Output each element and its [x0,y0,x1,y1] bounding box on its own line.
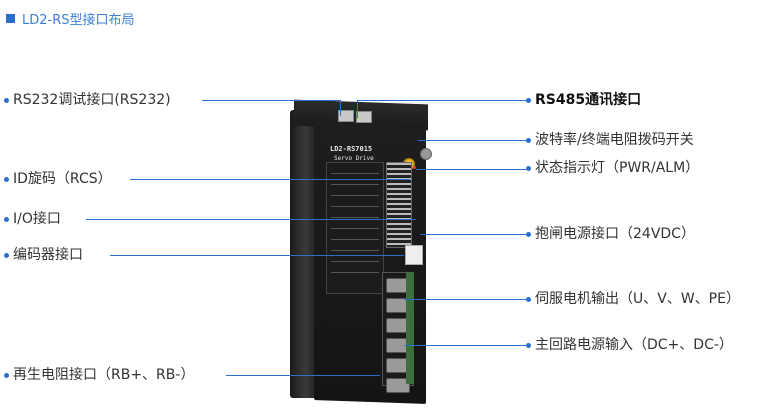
label-brake-power: 抱闸电源接口（24VDC） [535,226,695,242]
rs485-port [356,111,372,123]
callout-dot [526,98,531,103]
callout-dot [526,343,531,348]
leader-line [404,345,526,346]
square-bullet-icon [6,13,15,23]
label-motor-output: 伺服电机输出（U、V、W、PE） [535,291,740,307]
callout-dot [526,297,531,302]
leader-line [86,219,416,220]
leader-line [404,299,526,300]
mount-screw [420,148,432,160]
leader-line [110,255,404,256]
callout-dot [526,166,531,171]
label-encoder: 编码器接口 [13,247,83,263]
label-io: I/O接口 [13,211,61,227]
section-header: LD2-RS型接口布局 [6,10,135,28]
label-rs232: RS232调试接口(RS232) [13,92,171,108]
callout-dot [4,373,9,378]
callout-dot [526,138,531,143]
callout-dot [4,177,9,182]
leader-line [357,100,358,118]
brake-power-connector [405,245,423,265]
callout-dot [526,232,531,237]
label-status-led: 状态指示灯（PWR/ALM） [535,160,700,176]
callout-dot [4,253,9,258]
leader-line [416,169,526,170]
label-dip-switch: 波特率/终端电阻拨码开关 [535,132,694,148]
leader-line [202,100,340,101]
leader-line [130,179,410,180]
label-id-switch: ID旋码（RCS） [13,171,112,187]
terminal-housing [406,272,414,384]
leader-line [340,100,341,116]
label-rs485: RS485通讯接口 [535,92,642,108]
rs232-port [338,110,354,122]
leader-line [357,100,527,101]
label-main-power: 主回路电源输入（DC+、DC-） [535,337,733,353]
servo-drive-illustration: LD2-RS7015 Servo Drive [290,99,440,404]
leader-line [420,234,526,235]
page-title: LD2-RS型接口布局 [22,12,135,28]
drive-heatsink [290,110,316,398]
leader-line [418,140,526,141]
leader-line [226,375,380,376]
label-regen-resistor: 再生电阻接口（RB+、RB-） [13,367,195,383]
callout-dot [4,98,9,103]
spec-table [326,162,384,294]
alm-led [413,166,416,169]
power-terminal-block [382,272,414,393]
drive-model: LD2-RS7015 [330,145,373,153]
callout-dot [4,217,9,222]
io-connector [386,162,412,248]
drive-subtitle: Servo Drive [334,155,374,162]
